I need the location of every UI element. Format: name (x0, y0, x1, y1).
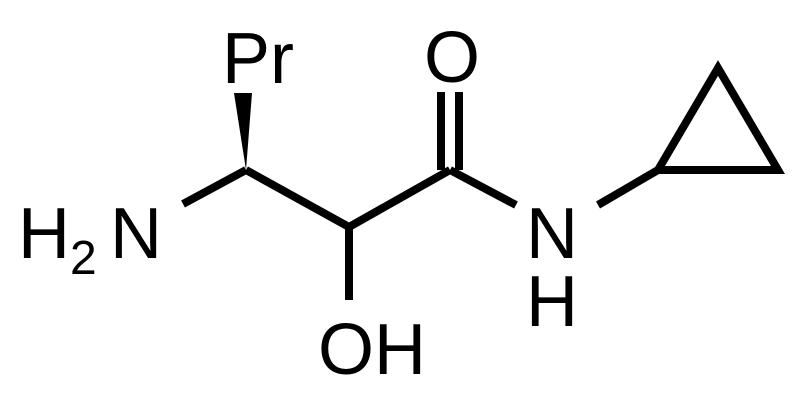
atom-labels: Pr O H 2 N N H OH (18, 18, 578, 390)
amide-h-label: H (526, 262, 578, 342)
wedge-bond-propyl (234, 93, 252, 170)
amine-n-label: N (110, 194, 162, 274)
propyl-label: Pr (222, 19, 294, 99)
bond-c2-c1 (347, 166, 452, 231)
cyclopropyl-ring (651, 60, 785, 174)
bond-c1-n (448, 166, 518, 209)
carbonyl-oxygen-label: O (424, 18, 480, 98)
bonds (181, 60, 785, 300)
bond-c3-c2 (244, 166, 351, 231)
amine-subscript-label: 2 (70, 232, 97, 285)
amide-n-label: N (526, 194, 578, 274)
bond-n-cyclopropyl (595, 166, 661, 209)
hydroxyl-label: OH (318, 310, 426, 390)
amine-h-label: H (18, 194, 70, 274)
bond-c3-nh2 (181, 166, 248, 208)
